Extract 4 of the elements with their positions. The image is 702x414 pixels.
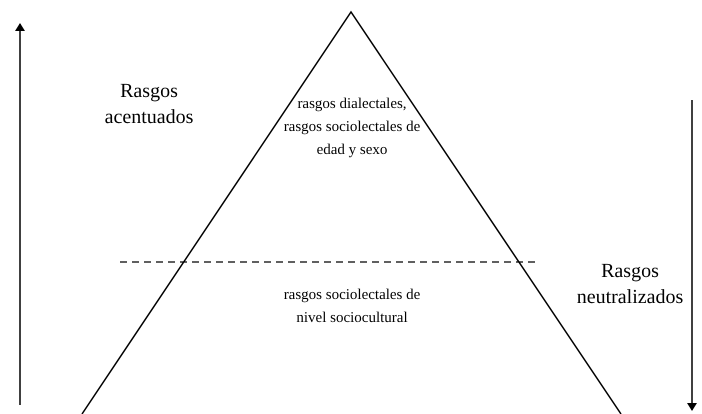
tier-text: rasgos dialectales, rasgos sociolectales de edad y sexo	[282, 93, 422, 162]
axis-label: Rasgos acentuados	[104, 79, 194, 130]
axis-label: Rasgos neutralizados	[576, 259, 684, 310]
tier-text: rasgos sociolectales de nivel sociocultural	[277, 284, 427, 330]
